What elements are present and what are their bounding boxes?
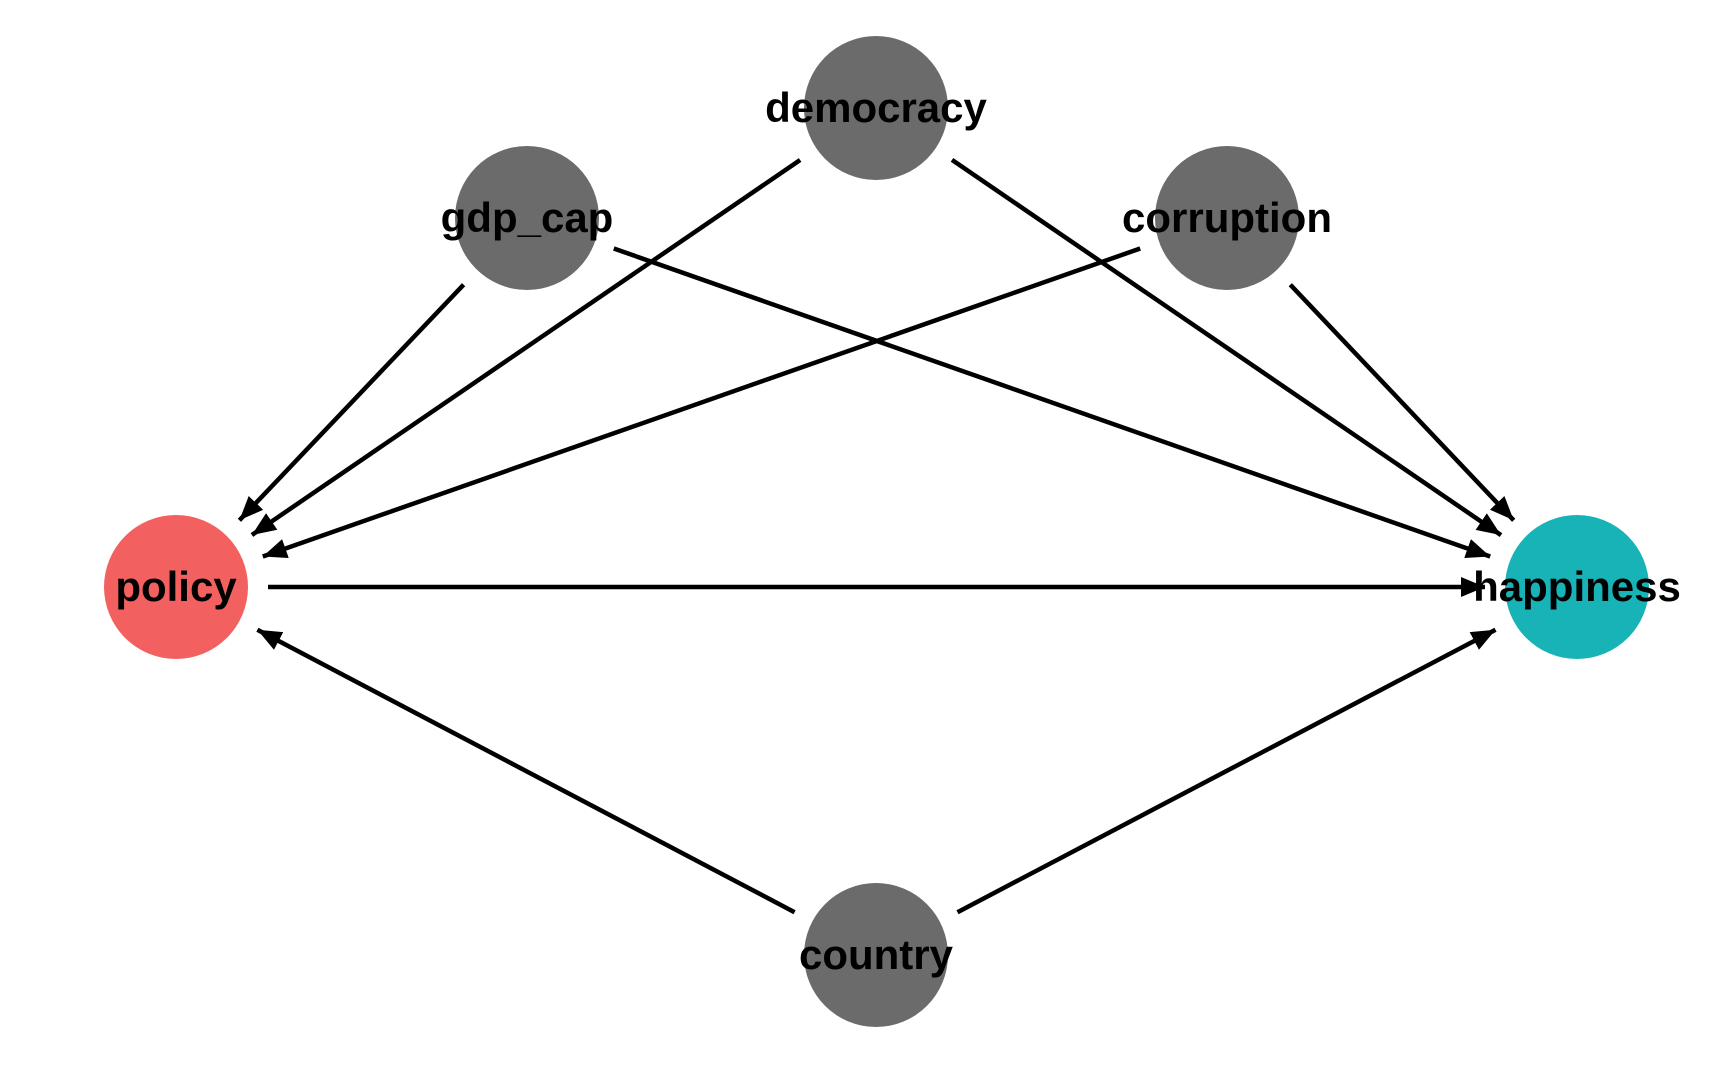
node-policy-label: policy bbox=[115, 563, 237, 610]
node-country-label: country bbox=[799, 931, 954, 978]
edge-gdp_cap-to-policy bbox=[237, 283, 466, 522]
edge-corruption-to-policy bbox=[262, 246, 1141, 559]
edge-democracy-to-happiness bbox=[950, 158, 1503, 537]
node-corruption-label: corruption bbox=[1122, 194, 1332, 241]
nodes-layer: democracy gdp_cap corruption policy happines… bbox=[104, 36, 1681, 1027]
edge-gdp_cap-to-happiness bbox=[613, 246, 1491, 559]
node-country: country bbox=[799, 883, 954, 1027]
node-democracy-label: democracy bbox=[765, 84, 987, 131]
node-democracy: democracy bbox=[765, 36, 988, 180]
edge-corruption-to-happiness bbox=[1288, 283, 1516, 522]
node-country-circle bbox=[804, 883, 948, 1027]
edge-country-to-policy bbox=[256, 627, 796, 915]
node-policy: policy bbox=[104, 515, 248, 659]
node-corruption: corruption bbox=[1122, 146, 1332, 290]
node-gdp_cap: gdp_cap bbox=[441, 146, 614, 290]
node-policy-circle bbox=[104, 515, 248, 659]
edge-democracy-to-policy bbox=[250, 158, 802, 537]
edge-country-to-happiness bbox=[956, 627, 1497, 915]
node-happiness-circle bbox=[1505, 515, 1649, 659]
node-gdp_cap-label: gdp_cap bbox=[441, 194, 614, 241]
node-corruption-circle bbox=[1155, 146, 1299, 290]
node-gdp_cap-circle bbox=[455, 146, 599, 290]
node-happiness-label: happiness bbox=[1473, 563, 1681, 610]
node-democracy-circle bbox=[804, 36, 948, 180]
node-happiness: happiness bbox=[1473, 515, 1681, 659]
edges-layer bbox=[237, 158, 1516, 915]
